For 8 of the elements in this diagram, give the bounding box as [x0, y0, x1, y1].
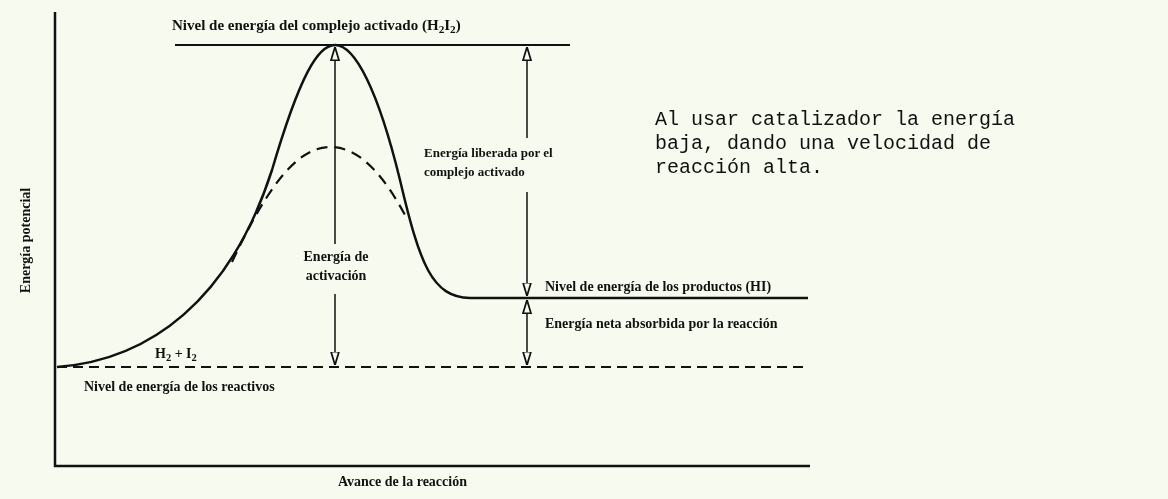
species-label: H$_{2}$ + I$_{2}$	[155, 345, 198, 364]
level-label: Nivel de energía de los reactivos	[84, 378, 276, 396]
note-text: Al usar catalizador la energía baja, dando una velocidad de reacción alta.	[655, 108, 1017, 180]
energy-label: Energía neta absorbida por la reacción	[545, 315, 779, 333]
level-label: Nivel de energía de los productos (HI)	[545, 278, 773, 296]
axis-title: Energía potencial	[16, 186, 34, 296]
level-label: Nivel de energía del complejo activado (H$_{2}$I$_{2}$)	[172, 16, 462, 37]
axis-title: Avance de la reacción	[338, 473, 468, 491]
